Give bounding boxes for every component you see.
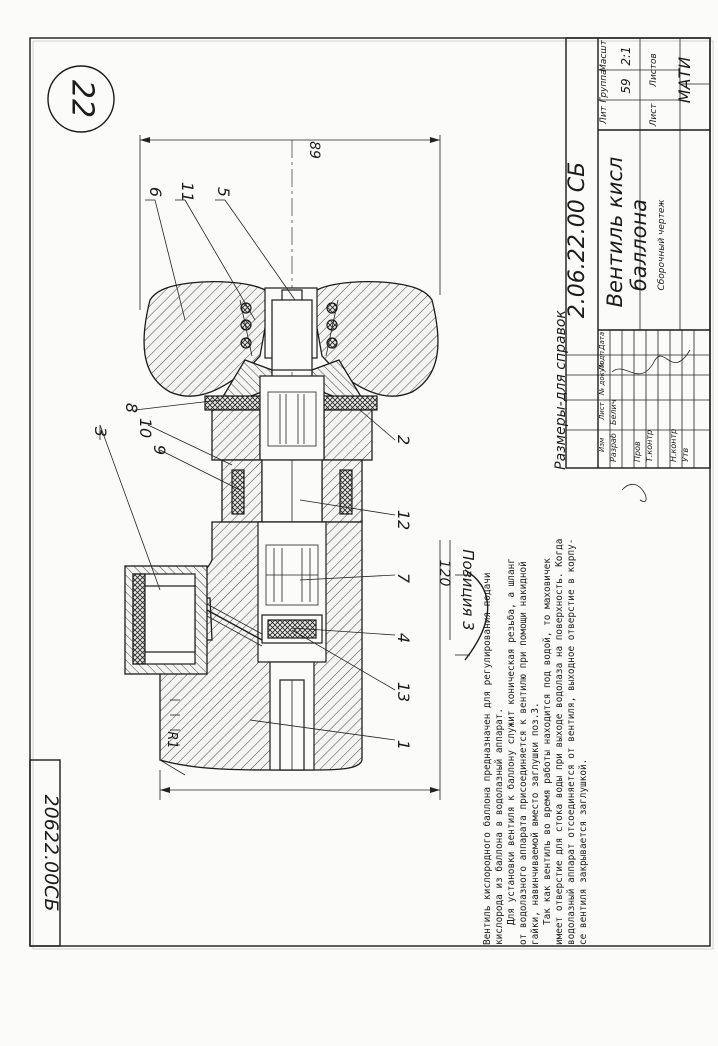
svg-text:1: 1 xyxy=(394,740,413,750)
title-name-1: Вентиль кисл xyxy=(603,157,627,308)
doc-type: Сборочный чертеж xyxy=(657,199,667,291)
svg-text:Пров: Пров xyxy=(633,441,642,462)
svg-text:13: 13 xyxy=(394,682,413,702)
dimension-89-text: 89 xyxy=(306,141,322,159)
svg-text:Изм: Изм xyxy=(598,437,606,452)
svg-text:Лит: Лит xyxy=(599,105,609,125)
organization: МАТИ xyxy=(675,57,694,104)
developer-name: Белич xyxy=(609,399,618,425)
detail-view-3: Позиция 3 xyxy=(449,540,489,661)
sheet-number-badge: 22 xyxy=(47,65,115,133)
corner-stamp: 20622.00СБ xyxy=(29,759,62,947)
mass-value: 59 xyxy=(619,78,633,93)
svg-text:3: 3 xyxy=(91,427,110,437)
sizes-note: Размеры-для справок xyxy=(553,310,569,470)
svg-text:5: 5 xyxy=(214,187,233,197)
svg-text:12: 12 xyxy=(394,510,413,530)
svg-text:11: 11 xyxy=(178,182,197,202)
svg-text:Подп: Подп xyxy=(598,351,606,370)
radius-callout: R1 xyxy=(159,731,186,776)
spring-7 xyxy=(265,544,319,606)
svg-text:Группа: Группа xyxy=(599,69,609,102)
radius-text: R1 xyxy=(164,731,179,748)
svg-text:№ докум: № докум xyxy=(598,362,606,396)
svg-text:10: 10 xyxy=(136,418,155,438)
sheet-number: 22 xyxy=(65,80,100,118)
svg-text:7: 7 xyxy=(394,573,413,584)
gland-nut-left xyxy=(211,409,261,461)
spring-11 xyxy=(239,299,339,357)
scale-value: 2:1 xyxy=(619,46,633,65)
gland-nut-right xyxy=(323,409,373,461)
dimension-120: 120 xyxy=(159,540,452,800)
title-block: 2.06.22.00 СБ Вентиль кисл баллона Сборо… xyxy=(565,37,711,503)
position-numbers: 6 11 5 8 10 9 3 2 12 7 4 13 1 xyxy=(91,182,413,750)
svg-text:4: 4 xyxy=(394,633,413,643)
notes-text: Вентиль кислородного баллона предназначе… xyxy=(482,533,589,945)
svg-text:2: 2 xyxy=(394,435,413,445)
svg-text:Листов: Листов xyxy=(649,53,659,88)
svg-text:Утв: Утв xyxy=(681,447,690,462)
dimension-120-text: 120 xyxy=(436,560,452,587)
valve-section-view xyxy=(124,140,439,771)
svg-text:Лист: Лист xyxy=(598,401,606,421)
seal-13 xyxy=(267,619,317,639)
svg-text:Дата: Дата xyxy=(598,332,606,351)
dimension-89: 89 xyxy=(139,135,441,310)
svg-text:Т.контр: Т.контр xyxy=(645,430,654,462)
spindle-upper xyxy=(271,299,313,371)
svg-text:Н.контр: Н.контр xyxy=(669,429,678,462)
corner-stamp-text: 20622.00СБ xyxy=(40,795,62,912)
svg-text:Лист: Лист xyxy=(649,103,659,128)
notes-block: Вентиль кислородного баллона предназначе… xyxy=(482,533,589,945)
outer-frame xyxy=(29,37,711,947)
position-leaders xyxy=(99,199,396,741)
svg-text:6: 6 xyxy=(146,187,165,197)
detail-view-label: Позиция 3 xyxy=(459,549,477,630)
svg-text:Масшт: Масшт xyxy=(599,39,609,71)
svg-text:Разраб: Разраб xyxy=(609,433,618,462)
svg-text:8: 8 xyxy=(122,403,141,413)
svg-text:9: 9 xyxy=(150,445,169,455)
title-name-2: баллона xyxy=(627,199,651,291)
designation: 2.06.22.00 СБ xyxy=(565,162,590,318)
